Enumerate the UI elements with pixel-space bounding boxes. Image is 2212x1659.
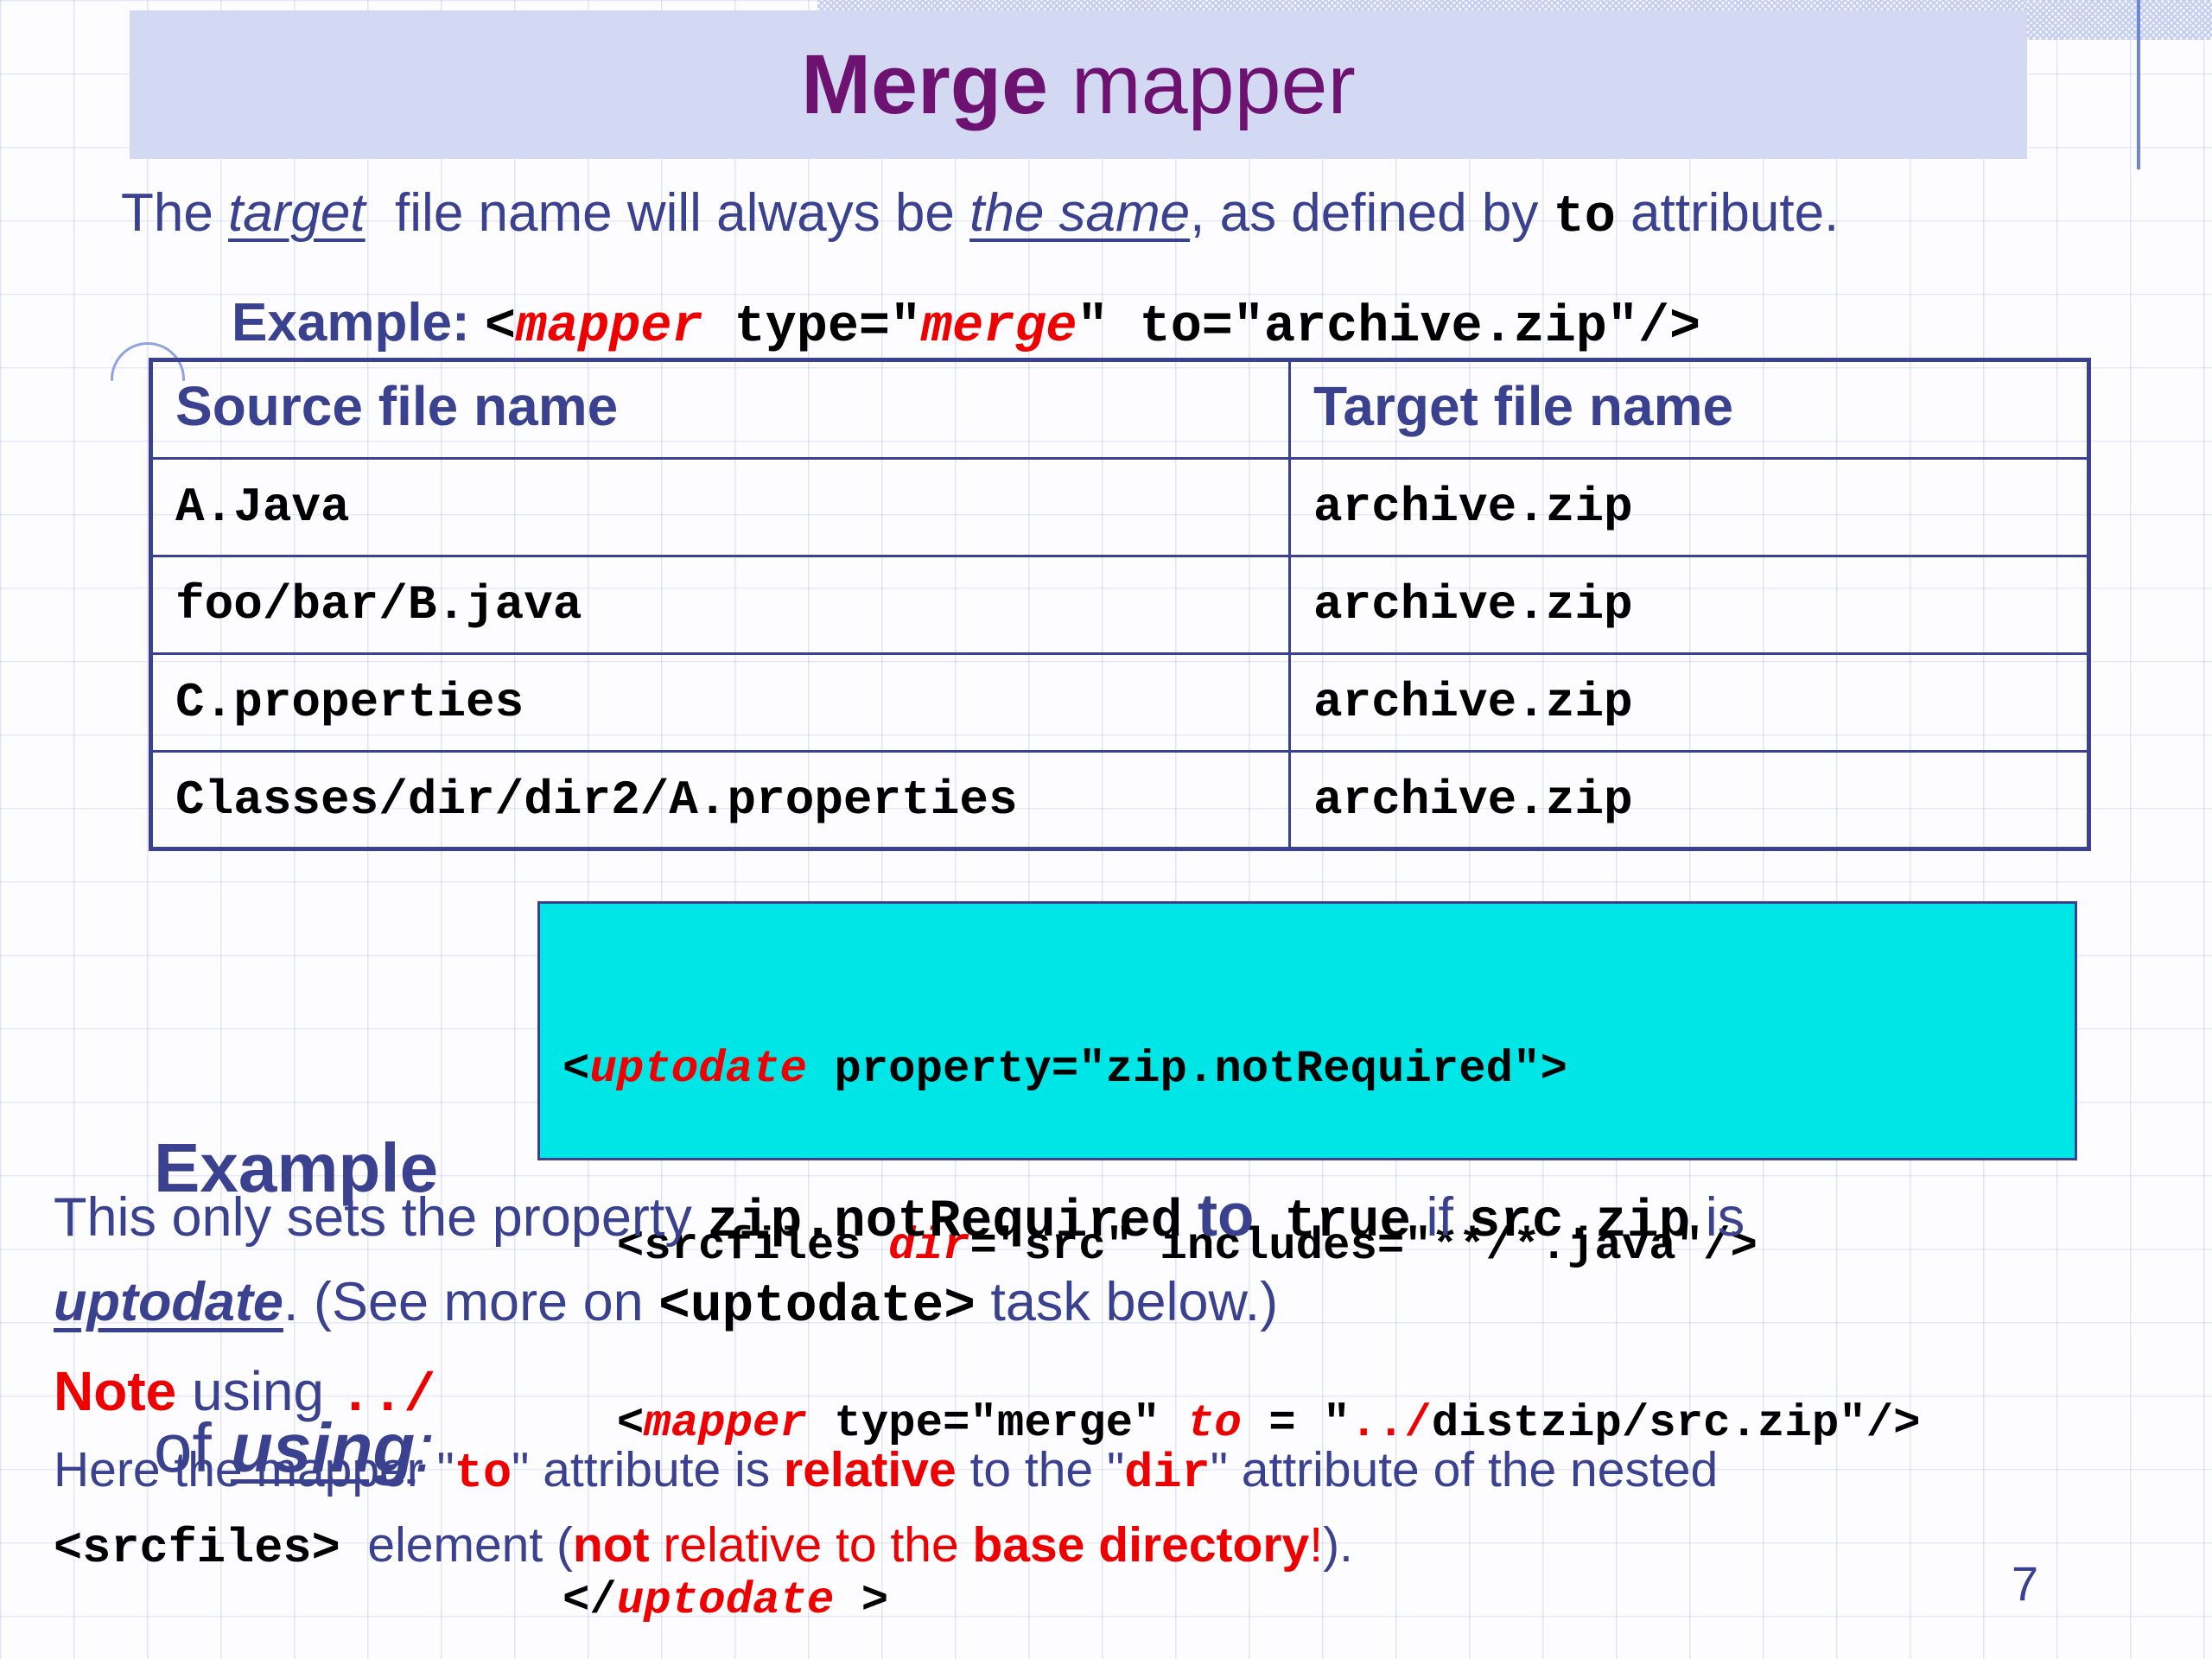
table-row: foo/bar/B.java archive.zip <box>149 555 2090 655</box>
source-file-cell: foo/bar/B.java <box>149 555 1291 655</box>
code-line: <mapper type="merge" to = "../distzip/sr… <box>563 1397 1921 1449</box>
table-row: C.properties archive.zip <box>149 652 2090 753</box>
example-of-using-line2: of using: <box>154 1409 435 1486</box>
code-line: <srcfiles dir="src" includes="**/*.java"… <box>563 1220 1758 1272</box>
table-row: Classes/dir/dir2/A.properties archive.zi… <box>149 750 2090 850</box>
source-file-cell: C.properties <box>149 652 1291 753</box>
table-row: A.Java archive.zip <box>149 457 2090 557</box>
example-of-using-label: Example of using: <box>154 935 438 1659</box>
intro-paragraph: The target file name will always be the … <box>121 183 1840 247</box>
table-header-source: Source file name <box>149 359 1291 460</box>
mapper-relative-note-paragraph: Here the mapper "to" attribute is relati… <box>54 1442 1719 1576</box>
example-of-using-line1: Example <box>154 1129 439 1206</box>
target-file-cell: archive.zip <box>1288 750 2090 850</box>
code-line: </uptodate > <box>563 1574 889 1626</box>
target-file-cell: archive.zip <box>1288 652 2090 753</box>
example-line: Example: <mapper type="merge" to="archiv… <box>232 285 1700 365</box>
page-number: 7 <box>2012 1556 2039 1611</box>
top-hatch-strip <box>817 0 2212 12</box>
example-inline-code: <mapper type="merge" to="archive.zip"/> <box>484 298 1701 357</box>
page-title: Merge mapper <box>801 37 1356 131</box>
source-file-cell: A.Java <box>149 457 1291 557</box>
uptodate-code-block: <uptodate property="zip.notRequired"> <s… <box>537 901 2077 1626</box>
title-bar: Merge mapper <box>130 10 2027 159</box>
uptodate-explanation-paragraph: This only sets the property zip.notRequi… <box>54 1181 1745 1337</box>
code-line: <uptodate property="zip.notRequired"> <box>563 1043 1567 1095</box>
table-header-row: Source file name Target file name <box>149 359 2090 460</box>
table-header-target: Target file name <box>1288 359 2090 460</box>
mapping-table: Source file name Target file name A.Java… <box>149 358 2091 851</box>
source-file-cell: Classes/dir/dir2/A.properties <box>149 750 1291 850</box>
right-accent-line <box>2137 0 2140 169</box>
target-file-cell: archive.zip <box>1288 457 2090 557</box>
top-right-hatch-block <box>2025 0 2212 40</box>
target-file-cell: archive.zip <box>1288 555 2090 655</box>
note-line: Note using ../ <box>54 1360 436 1427</box>
example-label: Example: <box>232 293 485 353</box>
